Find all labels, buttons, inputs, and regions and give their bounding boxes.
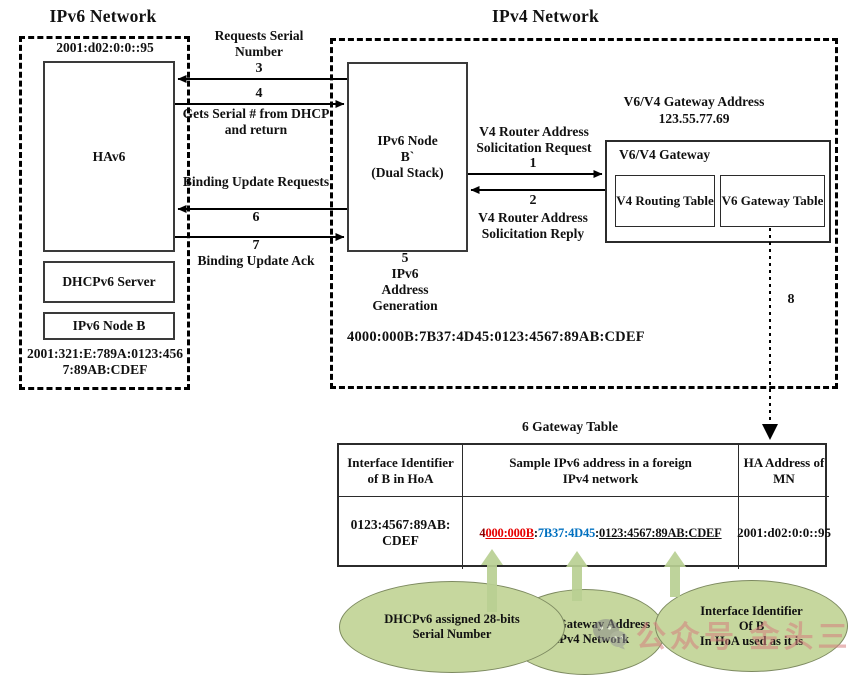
msg-binding-update-ack: Binding Update Ack bbox=[197, 253, 315, 268]
addr-gen-line-1: IPv6 bbox=[391, 266, 419, 281]
dotted-arrow-8-head bbox=[762, 424, 778, 440]
annotation-iid-line-3: In HoA used as it is bbox=[699, 633, 804, 648]
ipv6-node-b-label: IPv6 Node B bbox=[72, 318, 146, 333]
annotation-iid-line-2: Of B bbox=[738, 618, 765, 633]
v6v4-gateway-label: V6/V4 Gateway bbox=[619, 147, 711, 162]
annotation-dhcp-serial: DHCPv6 assigned 28-bits Serial Number bbox=[339, 581, 565, 673]
msg-v4-solicitation-reply: V4 Router Address Solicitation Reply bbox=[478, 210, 588, 241]
ipv4-network-boundary bbox=[330, 38, 838, 389]
hav6-label: HAv6 bbox=[92, 148, 126, 164]
v4-routing-table-label: V4 Routing Table bbox=[616, 193, 714, 208]
addr-seg-serial: 000:000B bbox=[485, 526, 534, 540]
addr-seg-colon-2: : bbox=[595, 526, 600, 540]
v6-gateway-table-box: V6 Gateway Table bbox=[720, 175, 825, 227]
gateway-table-header-ha-address: HA Address of MN bbox=[739, 445, 829, 497]
annotation-iid-line-1: Interface Identifier bbox=[700, 603, 803, 618]
gateway-table-cell-interface: 0123:4567:89AB:CDEF bbox=[339, 497, 463, 569]
msg-gets-serial: Gets Serial # from DHCP and return bbox=[182, 106, 330, 137]
node-line-3: (Dual Stack) bbox=[371, 165, 444, 180]
msg-binding-update-requests: Binding Update Requests bbox=[182, 174, 330, 189]
gateway-table-cell-ha-address: 2001:d02:0:0::95 bbox=[737, 525, 831, 540]
msg-number-7: 7 bbox=[252, 238, 260, 253]
hav6-address-label: 2001:d02:0:0::95 bbox=[56, 40, 154, 55]
node-line-1: IPv6 Node bbox=[377, 133, 438, 148]
ipv6-node-b-box: IPv6 Node B bbox=[43, 312, 175, 340]
gateway-address-title: V6/V4 Gateway Address bbox=[623, 94, 765, 109]
msg-number-5: 5 bbox=[401, 250, 409, 265]
gateway-table-header-interface: Interface Identifier of B in HoA bbox=[339, 445, 463, 497]
generated-ipv6-address: 4000:000B:7B37:4D45:0123:4567:89AB:CDEF bbox=[347, 329, 645, 345]
watermark: 公众号 金头三石 bbox=[592, 612, 850, 656]
msg-number-8: 8 bbox=[787, 292, 795, 307]
addr-seg-prefix: 4 bbox=[479, 526, 486, 540]
gateway-address-value: 123.55.77.69 bbox=[658, 111, 730, 126]
gateway-table-title: 6 Gateway Table bbox=[521, 419, 618, 434]
msg-number-3: 3 bbox=[255, 61, 263, 76]
v6-gateway-table-label: V6 Gateway Table bbox=[721, 193, 824, 208]
addr-seg-interface-id: 0123:4567:89AB:CDEF bbox=[599, 526, 722, 540]
msg-number-6: 6 bbox=[252, 210, 260, 225]
annotation-dhcp-line-2: Serial Number bbox=[412, 627, 492, 641]
watermark-text: 公众号 金头三石 bbox=[636, 621, 850, 654]
ipv6-network-boundary bbox=[19, 36, 190, 390]
node-line-2: B` bbox=[400, 149, 415, 164]
v6v4-gateway-box: V6/V4 Gateway V4 Routing Table V6 Gatewa… bbox=[605, 140, 831, 243]
dhcpv6-server-label: DHCPv6 Server bbox=[62, 274, 156, 289]
ipv4-network-title: IPv4 Network bbox=[492, 6, 599, 26]
msg-number-4: 4 bbox=[255, 86, 263, 101]
addr-gen-line-2: Address bbox=[381, 282, 429, 297]
ipv6-network-title: IPv6 Network bbox=[49, 6, 157, 26]
addr-seg-colon-1: : bbox=[533, 526, 538, 540]
addr-seg-gateway: 7B37:4D45 bbox=[537, 526, 596, 540]
ipv6-network-address: 2001:321:E:789A:0123:4567:89AB:CDEF bbox=[27, 346, 183, 377]
addr-gen-line-3: Generation bbox=[372, 298, 438, 313]
msg-v4-solicitation-request: V4 Router Address Solicitation Request bbox=[476, 124, 592, 155]
hav6-box: HAv6 bbox=[43, 61, 175, 252]
v4-routing-table-box: V4 Routing Table bbox=[615, 175, 715, 227]
annotation-interface-identifier: Interface Identifier Of B In HoA used as… bbox=[655, 580, 848, 672]
gateway-table: Interface Identifier of B in HoA Sample … bbox=[337, 443, 831, 569]
msg-requests-serial: Requests Serial Number bbox=[214, 28, 304, 59]
address-generation-step: 5 IPv6 Address Generation bbox=[345, 250, 465, 314]
annotation-dhcp-line-1: DHCPv6 assigned 28-bits bbox=[384, 612, 520, 626]
msg-number-2: 2 bbox=[529, 193, 537, 208]
dhcpv6-server-box: DHCPv6 Server bbox=[43, 261, 175, 303]
wechat-icon bbox=[593, 619, 628, 650]
msg-number-1: 1 bbox=[529, 156, 537, 171]
gateway-table-header-sample-address: Sample IPv6 address in a foreign IPv4 ne… bbox=[463, 445, 739, 497]
ipv6-node-b-prime-box: IPv6 Node B` (Dual Stack) bbox=[347, 62, 468, 252]
